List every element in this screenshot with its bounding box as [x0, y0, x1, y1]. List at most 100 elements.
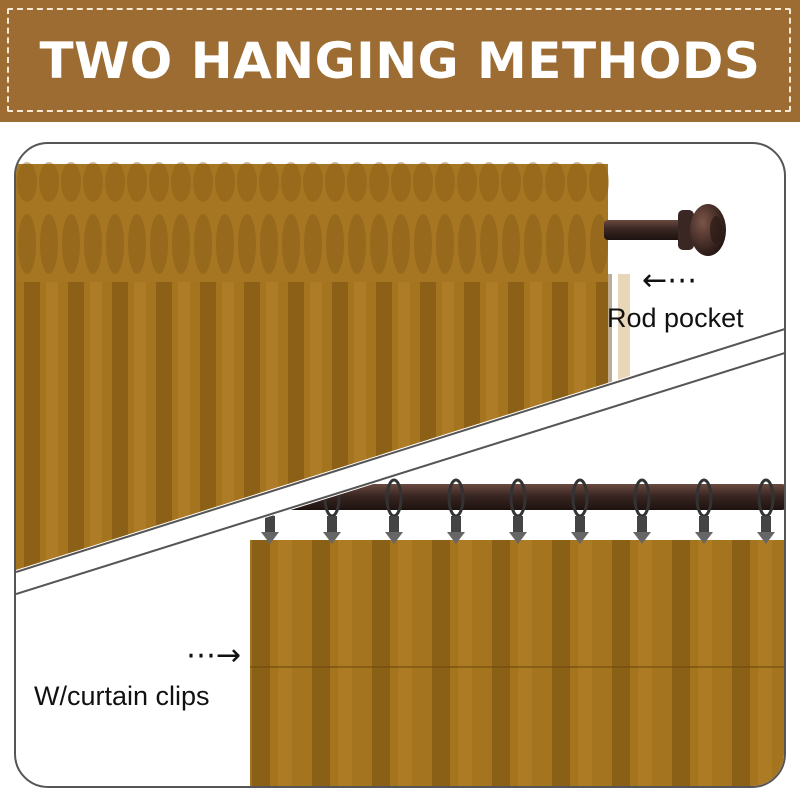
- clip-jaw: [261, 532, 279, 544]
- fold-shadow: [732, 540, 750, 786]
- fold-highlight: [698, 540, 712, 786]
- fold-shadow: [552, 540, 570, 786]
- ruffle-pleat: [568, 214, 586, 274]
- fold-highlight: [578, 540, 592, 786]
- ruffle-top: [457, 162, 477, 202]
- rod-pocket-ruffles: [17, 162, 609, 274]
- product-photo-frame: [14, 142, 786, 788]
- fold-shadow: [372, 540, 390, 786]
- ruffle-top: [347, 162, 367, 202]
- ruffle-top: [127, 162, 147, 202]
- ruffle-pleat: [546, 214, 564, 274]
- ruffle-pleat: [18, 214, 36, 274]
- fold-highlight: [178, 274, 190, 570]
- curtain-clips-panel: [250, 478, 784, 786]
- ruffle-pleat: [238, 214, 256, 274]
- fold-highlight: [222, 274, 234, 570]
- fold-highlight: [638, 540, 652, 786]
- ruffle-pleat: [326, 214, 344, 274]
- ruffle-top: [17, 162, 37, 202]
- fold-shadow: [612, 540, 630, 786]
- clip-jaw: [447, 532, 465, 544]
- curtain-clips-label: W/curtain clips: [34, 681, 210, 711]
- ruffle-top: [435, 162, 455, 202]
- clip-jaw: [509, 532, 527, 544]
- curtain-clips: [261, 478, 775, 544]
- diagonal-divider: [16, 327, 784, 596]
- fold-shadow: [68, 274, 84, 570]
- clip-body: [575, 516, 585, 532]
- fold-highlight: [338, 540, 352, 786]
- title-banner: TWO HANGING METHODS: [0, 0, 800, 122]
- clip-jaw: [385, 532, 403, 544]
- ruffle-top: [215, 162, 235, 202]
- ruffle-top: [523, 162, 543, 202]
- ruffle-top: [237, 162, 257, 202]
- fold-highlight: [278, 540, 292, 786]
- fold-highlight: [458, 540, 472, 786]
- ruffle-top: [61, 162, 81, 202]
- divider-line-top: [16, 328, 784, 573]
- ruffle-pleat: [84, 214, 102, 274]
- ruffle-pleat: [414, 214, 432, 274]
- ruffle-top: [545, 162, 565, 202]
- fold-highlight: [134, 274, 146, 570]
- ruffle-top: [413, 162, 433, 202]
- ruffle-top: [391, 162, 411, 202]
- ruffle-top: [281, 162, 301, 202]
- ruffle-pleat: [150, 214, 168, 274]
- bottom-curtain-folds: [252, 540, 772, 786]
- ruffle-top: [83, 162, 103, 202]
- fold-shadow: [672, 540, 690, 786]
- clip-body: [699, 516, 709, 532]
- ruffle-pleat: [260, 214, 278, 274]
- clip-body: [327, 516, 337, 532]
- arrow-right-icon: ⋯→: [186, 638, 242, 673]
- ruffle-top: [325, 162, 345, 202]
- ruffle-pleat: [392, 214, 410, 274]
- ruffle-pleat: [194, 214, 212, 274]
- fold-highlight: [46, 274, 58, 570]
- rod-pocket-label: Rod pocket: [607, 303, 744, 333]
- rod-pocket-gather: [16, 164, 608, 282]
- clip-jaw: [323, 532, 341, 544]
- clip-body: [513, 516, 523, 532]
- ruffle-top: [171, 162, 191, 202]
- ruffle-pleat: [106, 214, 124, 274]
- ruffle-top: [105, 162, 125, 202]
- ruffle-pleat: [524, 214, 542, 274]
- clip-jaw: [571, 532, 589, 544]
- ruffle-pleat: [216, 214, 234, 274]
- fold-shadow: [156, 274, 172, 570]
- clip-body: [637, 516, 647, 532]
- clip-body: [389, 516, 399, 532]
- ruffle-top: [501, 162, 521, 202]
- fold-shadow: [432, 540, 450, 786]
- ruffle-top: [193, 162, 213, 202]
- ruffle-top: [259, 162, 279, 202]
- fold-shadow: [112, 274, 128, 570]
- fold-shadow: [312, 540, 330, 786]
- ruffle-top: [589, 162, 609, 202]
- ruffle-top: [149, 162, 169, 202]
- page-title: TWO HANGING METHODS: [39, 32, 761, 90]
- ruffle-top: [479, 162, 499, 202]
- ruffle-pleat: [502, 214, 520, 274]
- finial-cap: [710, 216, 722, 244]
- ruffle-pleat: [282, 214, 300, 274]
- clip-body: [265, 516, 275, 532]
- clip-body: [451, 516, 461, 532]
- ruffle-pleat: [348, 214, 366, 274]
- finial-collar: [678, 210, 694, 250]
- fold-highlight: [90, 274, 102, 570]
- curtain-illustration: [16, 162, 784, 786]
- ruffle-pleat: [304, 214, 322, 274]
- ruffle-top: [369, 162, 389, 202]
- fold-shadow: [24, 274, 40, 570]
- rod-pocket-panel: [16, 162, 726, 570]
- ruffle-pleat: [172, 214, 190, 274]
- ruffle-pleat: [590, 214, 608, 274]
- clip-body: [761, 516, 771, 532]
- ruffle-pleat: [458, 214, 476, 274]
- ruffle-pleat: [436, 214, 454, 274]
